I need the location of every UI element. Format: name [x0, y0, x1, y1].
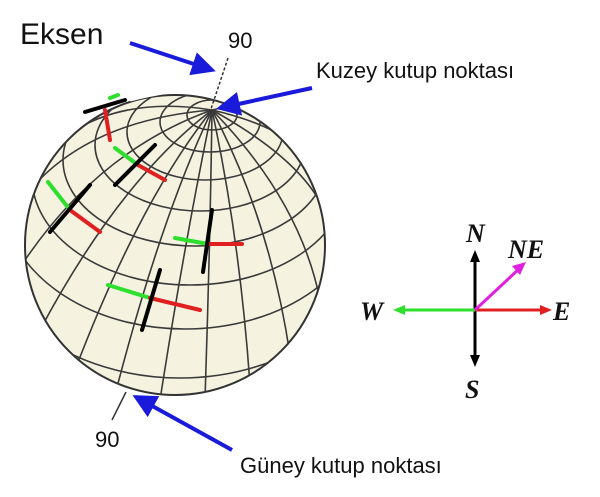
- northeast-arrow: [473, 266, 522, 312]
- south-degree-label: 90: [95, 427, 119, 452]
- compass-rose: N NE E W S: [360, 219, 570, 404]
- south-pole-label: Güney kutup noktası: [240, 453, 442, 478]
- compass-west-label: W: [360, 297, 385, 326]
- axis-pointer-arrow: [129, 41, 216, 76]
- compass-northeast-label: NE: [507, 235, 544, 264]
- north-pole-label: Kuzey kutup noktası: [316, 58, 514, 83]
- axis-line-north: [209, 57, 229, 113]
- north-pole-pointer-arrow: [216, 86, 313, 116]
- axis-label: Eksen: [20, 18, 103, 51]
- north-degree-label: 90: [228, 28, 252, 53]
- direction-arrows: [46, 93, 244, 332]
- south-pole-pointer-arrow: [132, 395, 233, 452]
- compass-south-label: S: [465, 375, 479, 404]
- compass-north-label: N: [465, 219, 486, 248]
- globe: [24, 88, 326, 396]
- axis-line-south: [111, 391, 127, 421]
- compass-east-label: E: [552, 297, 570, 326]
